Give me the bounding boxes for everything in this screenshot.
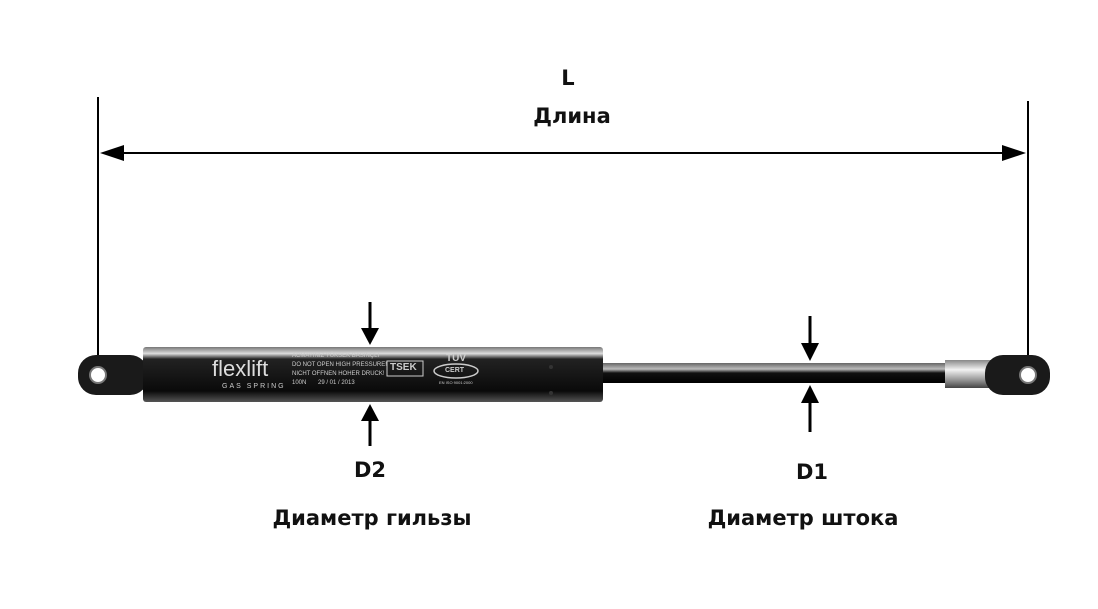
- d2-arrows: [361, 302, 379, 446]
- tuv-logo: TÜV: [446, 353, 466, 364]
- manufacture-date: 29 / 01 / 2013: [318, 380, 355, 386]
- arrow-up-icon: [801, 385, 819, 403]
- arrow-up-icon: [361, 404, 379, 421]
- warning-text: NICHT OFFNEN HOHER DRUCK!: [292, 371, 385, 377]
- right-eye-fitting: [985, 355, 1050, 395]
- d1-label: Диаметр штока: [707, 506, 899, 530]
- cert-logo: CERT: [445, 367, 465, 374]
- d1-symbol: D1: [795, 460, 829, 484]
- brand-subtitle: GAS SPRING: [222, 383, 286, 390]
- force-rating: 100N: [292, 380, 307, 386]
- arrow-right-icon: [1002, 145, 1026, 161]
- cylinder-tube: [143, 347, 603, 402]
- tsek-logo: TSEK: [390, 362, 417, 373]
- d2-symbol: D2: [353, 458, 387, 482]
- d1-arrows: [801, 316, 819, 432]
- length-label: Длина: [533, 104, 611, 128]
- iso-text: EN ISO 9001:2000: [439, 380, 473, 385]
- piston-rod: [600, 363, 950, 383]
- d2-label: Диаметр гильзы: [272, 506, 472, 530]
- length-symbol: L: [561, 66, 575, 90]
- brand-logo: flexlift: [212, 356, 269, 381]
- left-eye-fitting: [78, 355, 148, 395]
- arrow-down-icon: [361, 328, 379, 345]
- warning-text: DO NOT OPEN HIGH PRESSURE!: [292, 362, 387, 368]
- length-dimension: [97, 97, 1029, 375]
- warning-text: ACMAYINIZ YÜKSEK BASINÇLI: [292, 353, 380, 359]
- arrow-left-icon: [100, 145, 124, 161]
- arrow-down-icon: [801, 343, 819, 361]
